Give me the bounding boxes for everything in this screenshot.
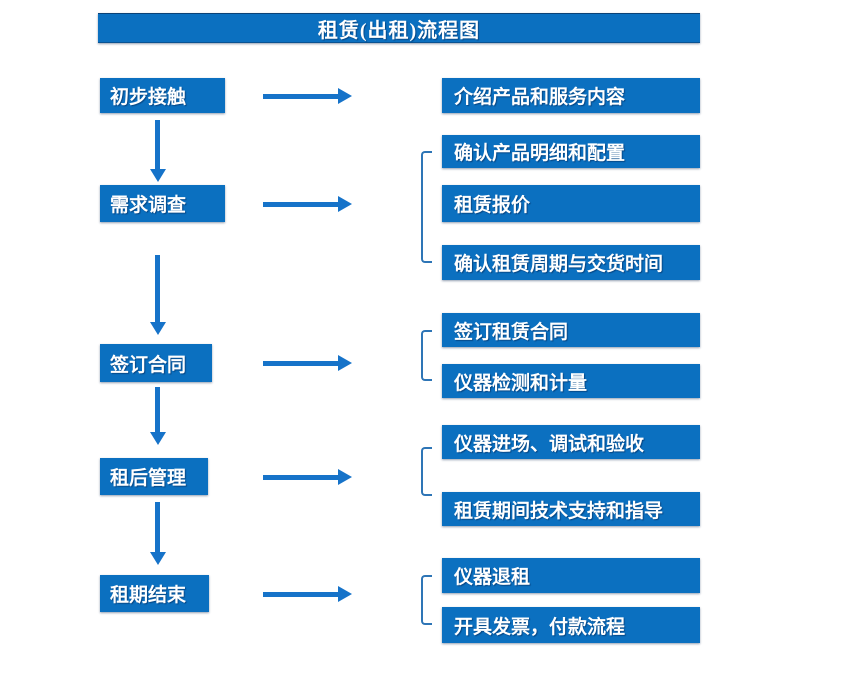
arrow-head xyxy=(338,469,352,485)
arrow-shaft xyxy=(155,502,160,553)
detail-instrument-setup: 仪器进场、调试和验收 xyxy=(442,425,700,459)
arrow-head xyxy=(338,355,352,371)
bracket-connector xyxy=(421,151,432,263)
arrow-head xyxy=(338,88,352,104)
bracket-connector xyxy=(421,575,432,625)
step-sign-contract: 签订合同 xyxy=(100,344,212,382)
detail-sign-rental-contract: 签订租赁合同 xyxy=(442,313,700,347)
arrow-head xyxy=(150,552,166,565)
detail-introduce-products: 介绍产品和服务内容 xyxy=(442,78,700,113)
arrow-shaft xyxy=(155,387,160,433)
arrow-head xyxy=(150,169,166,182)
arrow-shaft xyxy=(263,94,338,99)
arrow-down-icon xyxy=(150,120,166,182)
bracket-connector xyxy=(421,447,432,496)
arrow-head xyxy=(150,432,166,445)
arrow-down-icon xyxy=(150,387,166,445)
detail-confirm-product-details: 确认产品明细和配置 xyxy=(442,135,700,168)
arrow-shaft xyxy=(263,475,338,480)
diagram-title: 租赁(出租)流程图 xyxy=(98,13,700,43)
arrow-head xyxy=(150,322,166,335)
step-requirement-survey: 需求调查 xyxy=(100,185,225,222)
detail-technical-support: 租赁期间技术支持和指导 xyxy=(442,492,700,526)
arrow-head xyxy=(338,196,352,212)
detail-confirm-rental-period: 确认租赁周期与交货时间 xyxy=(442,245,700,280)
step-rental-end: 租期结束 xyxy=(100,575,209,612)
arrow-right-icon xyxy=(263,88,352,104)
detail-rental-quote: 租赁报价 xyxy=(442,185,700,222)
step-post-rental-management: 租后管理 xyxy=(100,458,208,495)
arrow-shaft xyxy=(155,255,160,323)
arrow-shaft xyxy=(263,592,338,597)
detail-instrument-return: 仪器退租 xyxy=(442,558,700,593)
arrow-head xyxy=(338,586,352,602)
arrow-right-icon xyxy=(263,196,352,212)
detail-invoice-payment: 开具发票，付款流程 xyxy=(442,607,700,643)
arrow-right-icon xyxy=(263,469,352,485)
arrow-down-icon xyxy=(150,502,166,565)
arrow-shaft xyxy=(263,202,338,207)
bracket-connector xyxy=(421,330,432,381)
arrow-shaft xyxy=(155,120,160,170)
arrow-down-icon xyxy=(150,255,166,335)
detail-instrument-inspection: 仪器检测和计量 xyxy=(442,364,700,398)
step-initial-contact: 初步接触 xyxy=(100,78,225,113)
arrow-shaft xyxy=(263,361,338,366)
arrow-right-icon xyxy=(263,586,352,602)
arrow-right-icon xyxy=(263,355,352,371)
